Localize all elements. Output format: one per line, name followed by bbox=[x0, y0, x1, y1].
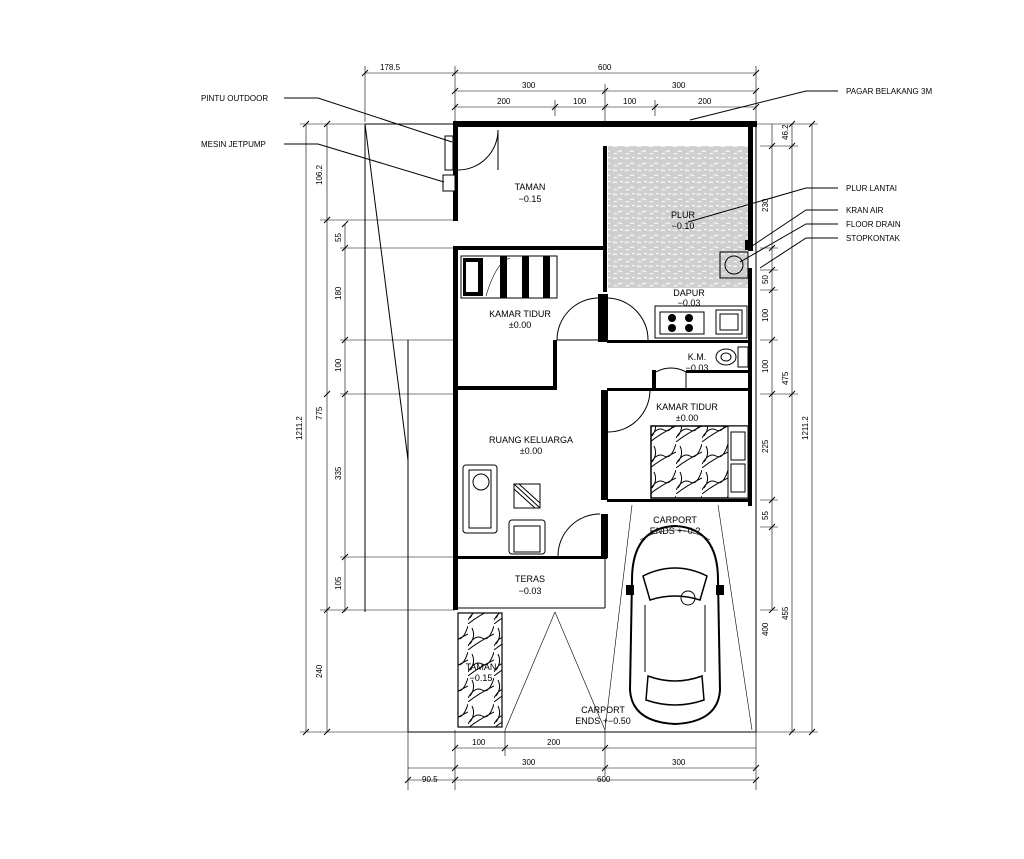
dim-top-seg-3: 100 bbox=[623, 97, 637, 106]
pintu-outdoor bbox=[444, 135, 454, 171]
taman-depan-area bbox=[457, 612, 503, 728]
room-carport-upper-level: ENDS +−0.? bbox=[650, 526, 701, 536]
room-ruang-keluarga-level: ±0.00 bbox=[520, 446, 542, 456]
room-taman-name: TAMAN bbox=[515, 182, 546, 192]
room-dapur-name: DAPUR bbox=[673, 288, 705, 298]
dim-top-half-1: 300 bbox=[522, 81, 536, 90]
sofa-icon bbox=[462, 464, 498, 534]
callout-kran-air: KRAN AIR bbox=[846, 206, 884, 215]
dim-top-seg-2: 100 bbox=[573, 97, 587, 106]
dim-bottom-seg-2: 200 bbox=[547, 738, 561, 747]
room-plur-name: PLUR bbox=[671, 210, 696, 220]
callout-mesin-jetpump: MESIN JETPUMP bbox=[201, 140, 266, 149]
dim-bottom-half-1: 300 bbox=[522, 758, 536, 767]
room-taman-depan-level: −0.15 bbox=[470, 673, 493, 683]
room-ruang-keluarga-name: RUANG KELUARGA bbox=[489, 435, 573, 445]
jetpump-icon bbox=[442, 174, 456, 192]
room-kamar-1-level: ±0.00 bbox=[509, 320, 531, 330]
dimension-labels: 178.5 600 300 300 200 100 100 200 100 20… bbox=[295, 63, 810, 784]
callout-floor-drain: FLOOR DRAIN bbox=[846, 220, 901, 229]
dim-right-car-2: 455 bbox=[781, 606, 790, 620]
room-taman-depan-name: TAMAN bbox=[466, 662, 497, 672]
dim-right-car-1: 400 bbox=[761, 622, 770, 636]
dim-right-mid: 475 bbox=[781, 371, 790, 385]
kitchen-counter-icon bbox=[654, 305, 748, 339]
dim-left-mid: 775 bbox=[315, 406, 324, 420]
dim-left-bottom: 240 bbox=[315, 664, 324, 678]
dim-bottom-outer-left: 90.5 bbox=[422, 775, 438, 784]
dim-bottom-half-2: 300 bbox=[672, 758, 686, 767]
armchair-icon bbox=[508, 519, 546, 555]
callout-pintu-outdoor: PINTU OUTDOOR bbox=[201, 94, 268, 103]
dim-top-total: 600 bbox=[598, 63, 612, 72]
callout-stopkontak: STOPKONTAK bbox=[846, 234, 901, 243]
dim-left-inner-2: 180 bbox=[334, 286, 343, 300]
dim-top-seg-4: 200 bbox=[698, 97, 712, 106]
dim-bottom-seg-1: 100 bbox=[472, 738, 486, 747]
callouts: PINTU OUTDOOR MESIN JETPUMP PAGAR BELAKA… bbox=[201, 87, 932, 269]
dim-right-top: 46.2 bbox=[781, 124, 790, 140]
room-kamar-2-level: ±0.00 bbox=[676, 413, 698, 423]
walls bbox=[453, 121, 757, 610]
room-km-name: K.M. bbox=[688, 352, 707, 362]
room-teras-name: TERAS bbox=[515, 574, 545, 584]
dim-top-half-2: 300 bbox=[672, 81, 686, 90]
car-icon bbox=[626, 524, 724, 726]
room-taman-level: −0.15 bbox=[519, 194, 542, 204]
bed-1-icon bbox=[460, 255, 558, 299]
dim-right-inner-1: 230 bbox=[761, 198, 770, 212]
kran-air-icon bbox=[745, 240, 752, 250]
dim-left-inner-4: 335 bbox=[334, 466, 343, 480]
dim-right-inner-5: 225 bbox=[761, 439, 770, 453]
dim-right-inner-4: 100 bbox=[761, 359, 770, 373]
room-carport-level: ENDS +−0.50 bbox=[575, 716, 631, 726]
carport-lines bbox=[504, 504, 753, 731]
dim-right-total: 1211.2 bbox=[801, 416, 810, 440]
dim-top-seg-1: 200 bbox=[497, 97, 511, 106]
room-km-level: −0.03 bbox=[686, 363, 709, 373]
dim-right-inner-3: 100 bbox=[761, 308, 770, 322]
room-kamar-1-name: KAMAR TIDUR bbox=[489, 309, 551, 319]
callout-plur-lantai: PLUR LANTAI bbox=[846, 184, 897, 193]
toilet-icon bbox=[715, 346, 749, 368]
bed-2-icon bbox=[650, 425, 749, 499]
dim-right-inner-2: 50 bbox=[761, 275, 770, 284]
dim-left-inner-3: 100 bbox=[334, 358, 343, 372]
dim-left-total: 1211.2 bbox=[295, 416, 304, 440]
side-table-icon bbox=[513, 483, 541, 509]
dim-left-inner-5: 105 bbox=[334, 576, 343, 590]
dim-bottom-total: 600 bbox=[597, 775, 611, 784]
floor-drain-icon bbox=[724, 255, 744, 275]
dim-right-inner-6: 55 bbox=[761, 511, 770, 520]
room-plur-level: −0.10 bbox=[672, 221, 695, 231]
callout-pagar-belakang: PAGAR BELAKANG 3M bbox=[846, 87, 932, 96]
floor-drain-box bbox=[719, 251, 749, 279]
room-carport-upper-name: CARPORT bbox=[653, 515, 697, 525]
room-labels: TAMAN −0.15 PLUR −0.10 DAPUR −0.03 KAMAR… bbox=[466, 182, 719, 726]
doors bbox=[457, 129, 687, 557]
room-teras-level: −0.03 bbox=[519, 586, 542, 596]
room-carport-name: CARPORT bbox=[581, 705, 625, 715]
dim-top-outer-left: 178.5 bbox=[380, 63, 401, 72]
room-dapur-level: −0.03 bbox=[678, 298, 701, 308]
dim-left-outer-1: 106.2 bbox=[315, 164, 324, 185]
room-kamar-2-name: KAMAR TIDUR bbox=[656, 402, 718, 412]
dim-left-inner-1: 55 bbox=[334, 233, 343, 242]
